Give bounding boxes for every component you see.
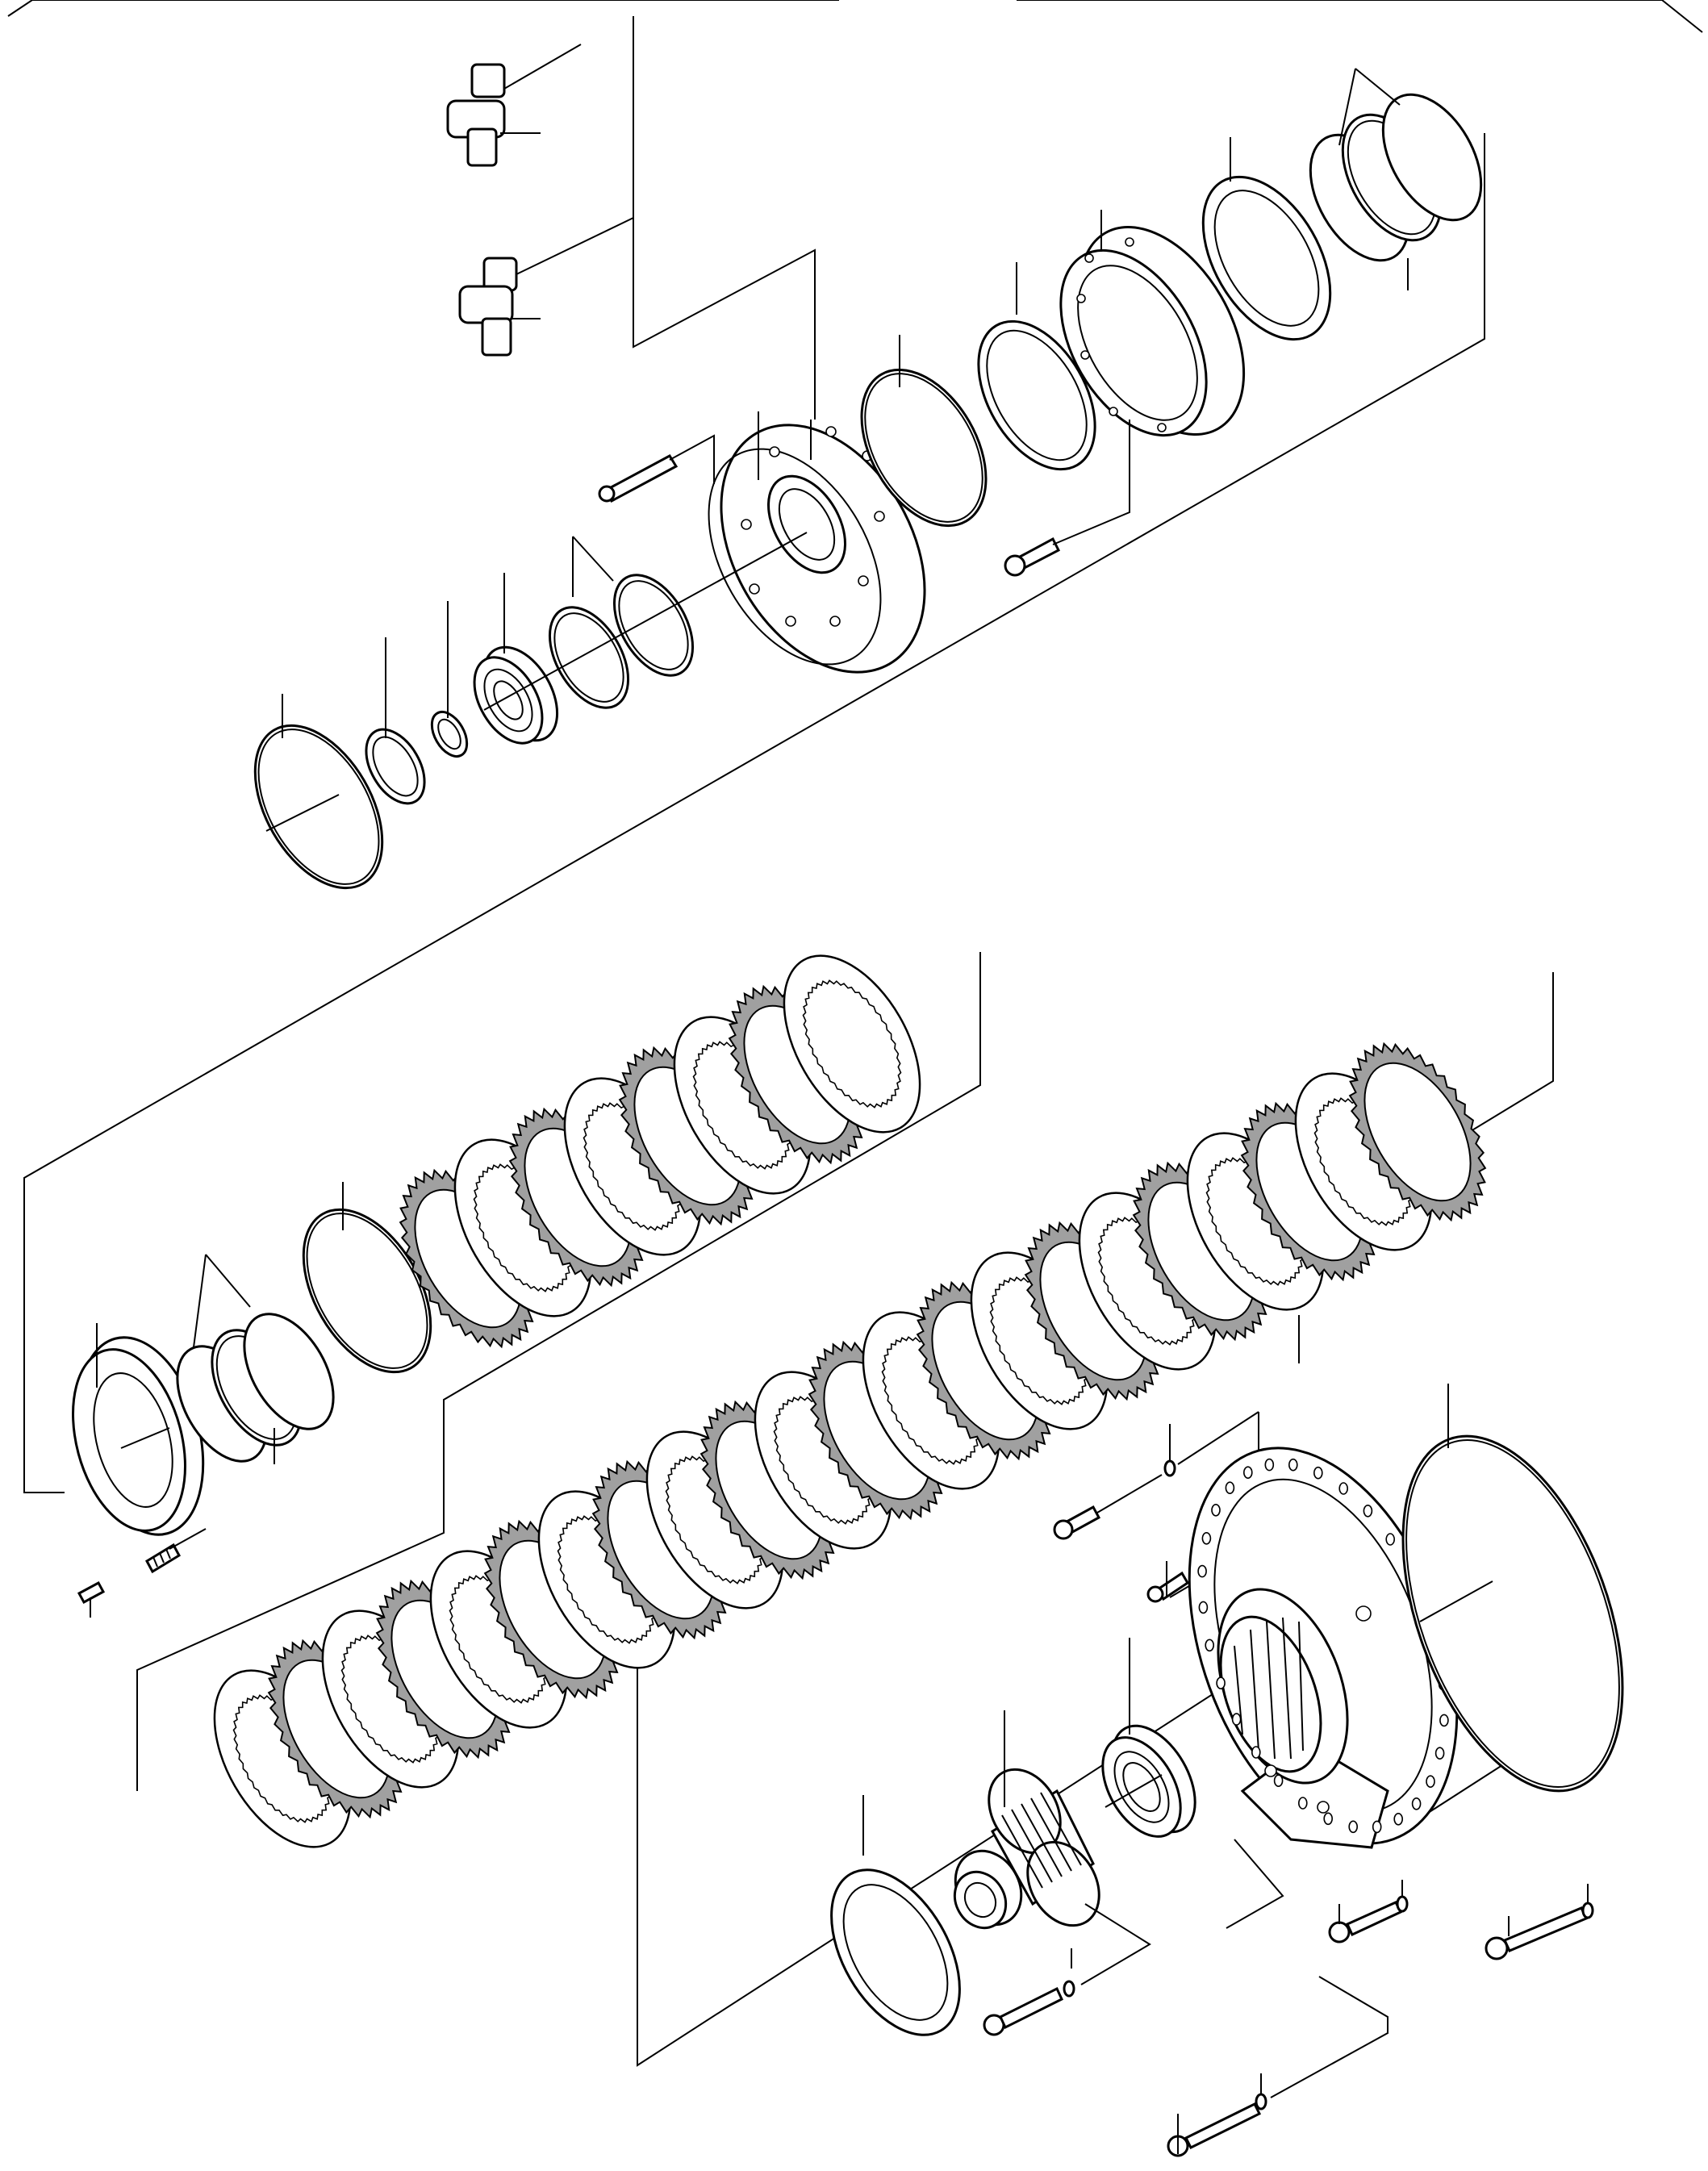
tee-fitting-upper — [446, 44, 582, 167]
bolt-hole — [1298, 1797, 1308, 1810]
bolt-hole — [1201, 1532, 1212, 1545]
thrust-washer — [830, 1795, 961, 2036]
piston-plate — [72, 1323, 205, 1536]
bolt-hole — [1411, 1797, 1422, 1810]
bolt-hole — [1273, 1774, 1284, 1787]
bolt-hole — [1434, 1747, 1445, 1760]
bolt-hole — [1211, 1504, 1221, 1517]
separator-plate — [783, 954, 921, 1134]
pin — [77, 1580, 106, 1618]
bolt-hole — [1288, 1458, 1298, 1472]
bolt-carrier-mid — [1146, 1561, 1190, 1603]
lower-clutch-discs — [213, 1042, 1487, 1848]
middle-o-ring — [302, 1182, 432, 1374]
bolt-hole — [1439, 1714, 1449, 1727]
hub-ring — [1059, 210, 1246, 437]
bolt-hole — [1393, 1813, 1403, 1826]
bolt-hole — [1385, 1533, 1395, 1546]
bearing-upper — [473, 573, 559, 745]
bolt-carrier-top — [1053, 1411, 1259, 1540]
housing — [708, 411, 926, 674]
middle-seal-rings — [176, 1254, 335, 1464]
bolt-hole — [1348, 1820, 1358, 1834]
o-ring-left — [253, 694, 384, 890]
bolt-hole — [1216, 1676, 1226, 1689]
bolt-hole — [1426, 1775, 1435, 1788]
bolt-hole — [1264, 1458, 1275, 1472]
bolt-hole — [1338, 1482, 1348, 1495]
top-border — [7, 0, 1703, 33]
bolt-carrier-bottom — [1167, 1976, 1389, 2157]
bolt-hole — [1372, 1820, 1382, 1834]
collar-left — [430, 601, 469, 758]
bolt-upper-left — [598, 434, 715, 503]
bolt-housing — [1004, 420, 1130, 577]
carrier-bearing — [1101, 1638, 1196, 1838]
bolt-hole — [1197, 1564, 1207, 1578]
seal-rings-upper-left — [483, 532, 808, 711]
bolt-hole — [1251, 1746, 1261, 1759]
bolt-hole — [1243, 1466, 1253, 1479]
seal-rings-upper-right — [1309, 68, 1483, 290]
bolt-hole — [1313, 1466, 1323, 1480]
friction-disc — [1348, 1042, 1487, 1222]
bolt-carrier-lower-left — [983, 1903, 1151, 2036]
gear-hub — [953, 1710, 1100, 1930]
carrier-plate-holes — [1197, 1458, 1449, 1834]
bolt-hole — [1231, 1713, 1242, 1726]
o-ring-upper — [860, 335, 988, 528]
middle-clutch-discs — [399, 954, 921, 1349]
bolt-hole — [1198, 1601, 1209, 1614]
bolt-carrier-right-b — [1485, 1884, 1594, 1960]
carrier-o-ring — [1401, 1384, 1624, 1793]
bolt-hole — [1225, 1481, 1235, 1494]
tee-fitting-lower — [458, 217, 634, 357]
circlip-left — [365, 637, 426, 805]
upper-group-frame — [23, 16, 1485, 1493]
snap-ring — [977, 262, 1096, 471]
bolt-hole — [1205, 1639, 1214, 1652]
bolt-hole — [1363, 1505, 1373, 1518]
retainer-ring — [1201, 137, 1332, 341]
spring — [145, 1528, 207, 1574]
bolt-carrier-right-a — [1328, 1880, 1409, 1943]
bolt-hole — [1323, 1812, 1333, 1826]
